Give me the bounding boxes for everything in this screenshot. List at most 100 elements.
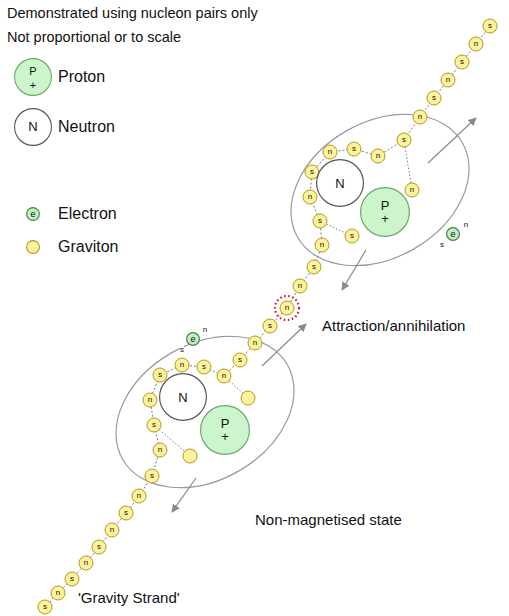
graviton-symbol — [315, 238, 329, 252]
legend-text: Proton — [58, 68, 105, 86]
graviton-letter: s — [432, 93, 436, 102]
graviton-letter: n — [137, 491, 141, 500]
particle-letter: P — [381, 199, 390, 212]
electron-circle: e — [186, 332, 200, 346]
graviton-symbol — [323, 145, 337, 159]
graviton-symbol — [38, 600, 52, 614]
callout-label: 'Gravity Strand' — [78, 589, 180, 606]
graviton-symbol — [147, 418, 161, 432]
graviton-letter: s — [350, 231, 354, 240]
graviton-symbol — [241, 391, 255, 405]
graviton-letter: n — [328, 147, 332, 156]
graviton-letter: s — [202, 362, 206, 371]
graviton-symbol — [371, 149, 385, 163]
proton-circle: P+ — [200, 405, 250, 455]
callout-label: Non-magnetised state — [255, 511, 402, 528]
graviton-symbol — [153, 443, 167, 457]
graviton-symbol — [51, 586, 65, 600]
graviton-symbol — [132, 489, 146, 503]
legend-text: Electron — [58, 205, 117, 223]
graviton-symbol — [427, 91, 441, 105]
graviton-symbol — [469, 37, 483, 51]
pole-letter: n — [203, 325, 207, 334]
graviton-letter: n — [285, 303, 289, 312]
pole-letter: s — [440, 240, 444, 249]
legend-swatch — [15, 109, 52, 146]
graviton-letter: n — [320, 240, 324, 249]
graviton-symbol — [293, 279, 307, 293]
legend-symbol-letter: + — [30, 79, 36, 92]
graviton-letter: n — [446, 75, 450, 84]
graviton-letter: s — [70, 574, 74, 583]
legend-symbol-letter: e — [30, 209, 35, 219]
pole-letter: n — [464, 220, 468, 229]
graviton-symbol — [65, 572, 79, 586]
graviton-symbol — [263, 319, 277, 333]
proton-circle: P+ — [360, 187, 410, 237]
atom-outline — [89, 306, 322, 519]
neutron-circle: N — [159, 373, 207, 421]
graviton-letter: n — [84, 558, 88, 567]
graviton-symbol — [197, 360, 211, 374]
legend-swatch — [27, 208, 40, 221]
graviton-symbol — [248, 336, 262, 350]
particle-letter: + — [221, 430, 229, 443]
particle-letter: + — [381, 212, 389, 225]
graviton-letter: n — [56, 588, 60, 597]
graviton-symbol — [217, 369, 231, 383]
graviton-letter: s — [268, 321, 272, 330]
legend-swatch — [15, 59, 52, 96]
graviton-letter: s — [310, 167, 314, 176]
electron-circle-outline — [447, 228, 460, 241]
particle-letter: P — [221, 417, 230, 430]
graviton-symbol — [79, 556, 93, 570]
graviton-letter: n — [376, 151, 380, 160]
note-text: Not proportional or to scale — [7, 29, 181, 46]
graviton-symbol — [145, 469, 159, 483]
electron-circle-outline — [187, 333, 200, 346]
graviton-symbol — [455, 55, 469, 69]
graviton-symbol — [441, 73, 455, 87]
graviton-letter: s — [238, 355, 242, 364]
graviton-letter: n — [308, 192, 312, 201]
electron-circle: e — [446, 227, 460, 241]
graviton-letter: n — [298, 281, 302, 290]
gravity-strand-line — [45, 26, 490, 607]
legend-symbol-letter: P — [29, 65, 36, 78]
graviton-symbol — [153, 368, 167, 382]
atom-outline — [264, 84, 497, 297]
graviton-letter: s — [312, 262, 316, 271]
graviton-letter: n — [474, 39, 478, 48]
annihilation-ring — [275, 296, 299, 320]
particle-letter: e — [450, 230, 455, 239]
graviton-symbol — [345, 229, 359, 243]
neutron-circle: N — [316, 159, 364, 207]
graviton-letter: s — [318, 216, 322, 225]
direction-arrow — [428, 118, 476, 163]
proton-circle-outline — [361, 188, 410, 237]
graviton-letter: n — [253, 338, 257, 347]
graviton-letter: n — [418, 112, 422, 121]
graviton-letter: n — [158, 445, 162, 454]
graviton-letter: n — [110, 525, 114, 534]
graviton-symbol — [92, 540, 106, 554]
particle-letter: e — [190, 335, 195, 344]
direction-arrow — [342, 250, 366, 290]
neutron-circle-outline — [317, 160, 364, 207]
title-text: Demonstrated using nucleon pairs only — [7, 5, 258, 22]
proton-circle-outline — [201, 406, 250, 455]
graviton-letter: s — [97, 542, 101, 551]
legend-swatch — [26, 240, 40, 254]
graviton-letter: s — [488, 21, 492, 30]
legend-symbol-letter: N — [28, 120, 37, 135]
graviton-symbol — [483, 19, 497, 33]
graviton-symbol — [183, 449, 197, 463]
graviton-letter: n — [180, 360, 184, 369]
graviton-letter: s — [150, 471, 154, 480]
graviton-symbol — [413, 110, 427, 124]
graviton-symbol — [313, 214, 327, 228]
graviton-symbol — [233, 353, 247, 367]
legend-text: Graviton — [58, 238, 118, 256]
graviton-letter: n — [222, 371, 226, 380]
